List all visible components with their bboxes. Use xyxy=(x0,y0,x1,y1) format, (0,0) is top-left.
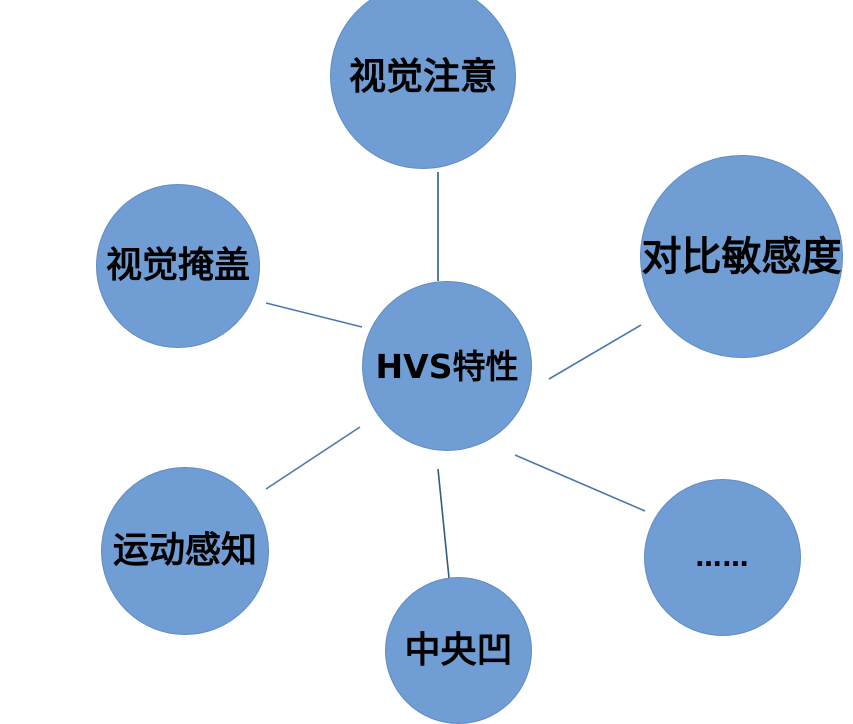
edge-center-to-others xyxy=(514,454,646,512)
edge-center-to-motion-perception xyxy=(265,426,361,490)
node-motion-perception[interactable]: 运动感知 xyxy=(101,467,269,635)
node-label-motion-perception: 运动感知 xyxy=(112,530,257,571)
edge-center-to-visual-masking xyxy=(265,302,363,328)
edge-center-to-contrast-sensitivity xyxy=(548,324,642,380)
node-visual-attention[interactable]: 视觉注意 xyxy=(330,0,516,169)
node-fovea[interactable]: 中央凹 xyxy=(385,577,532,724)
node-label-visual-masking: 视觉掩盖 xyxy=(105,245,250,286)
node-label-visual-attention: 视觉注意 xyxy=(349,54,497,98)
node-label-hvs-center: HVS特性 xyxy=(375,346,519,386)
node-label-contrast-sensitivity: 对比敏感度 xyxy=(641,233,842,280)
edge-center-to-fovea xyxy=(437,468,450,579)
node-contrast-sensitivity[interactable]: 对比敏感度 xyxy=(640,155,843,358)
node-hvs-center[interactable]: HVS特性 xyxy=(362,281,532,451)
node-label-fovea: 中央凹 xyxy=(404,629,513,671)
node-others[interactable]: …… xyxy=(644,479,801,636)
node-label-others: …… xyxy=(695,542,750,573)
node-visual-masking[interactable]: 视觉掩盖 xyxy=(96,184,260,348)
